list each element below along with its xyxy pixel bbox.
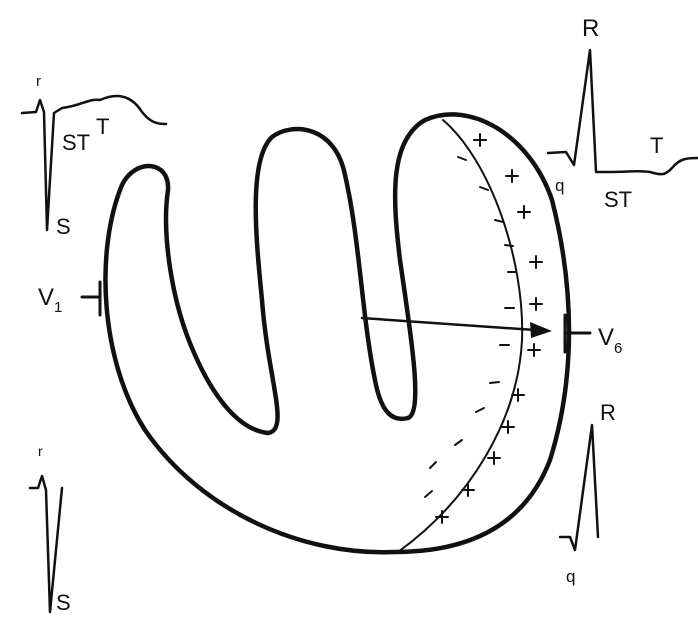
r-wave-label: r	[36, 73, 41, 90]
t-wave-label: T	[96, 114, 109, 139]
s-wave-label: S	[56, 590, 71, 615]
positive-charge-markers	[435, 133, 543, 524]
v6-label: V	[598, 324, 614, 351]
depolarization-front	[397, 119, 524, 553]
R-wave-label: R	[600, 400, 616, 425]
st-segment-label: ST	[604, 187, 632, 212]
v6-subscript: 6	[614, 340, 622, 357]
ecg-trace-top-right: R q ST T	[546, 15, 698, 212]
t-wave-label: T	[650, 133, 663, 158]
q-wave-label: q	[566, 567, 575, 586]
s-wave-label: S	[56, 214, 71, 239]
v6-electrode: V 6	[563, 313, 622, 357]
ventricle-outline	[103, 112, 572, 555]
negative-charge-markers	[424, 156, 517, 498]
q-wave-label: q	[555, 176, 564, 195]
v1-electrode: V 1	[38, 280, 102, 317]
ecg-trace-bottom-right: R q	[558, 400, 616, 586]
ecg-trace-bottom-left: r S	[28, 443, 71, 615]
v1-subscript: 1	[54, 299, 62, 316]
r-wave-label: r	[38, 443, 43, 459]
ecg-trace-top-left: r ST T S	[20, 73, 168, 239]
R-wave-label: R	[582, 15, 599, 42]
st-segment-label: ST	[62, 130, 90, 155]
depolarization-vector-arrow	[360, 316, 552, 338]
v1-label: V	[38, 284, 54, 311]
